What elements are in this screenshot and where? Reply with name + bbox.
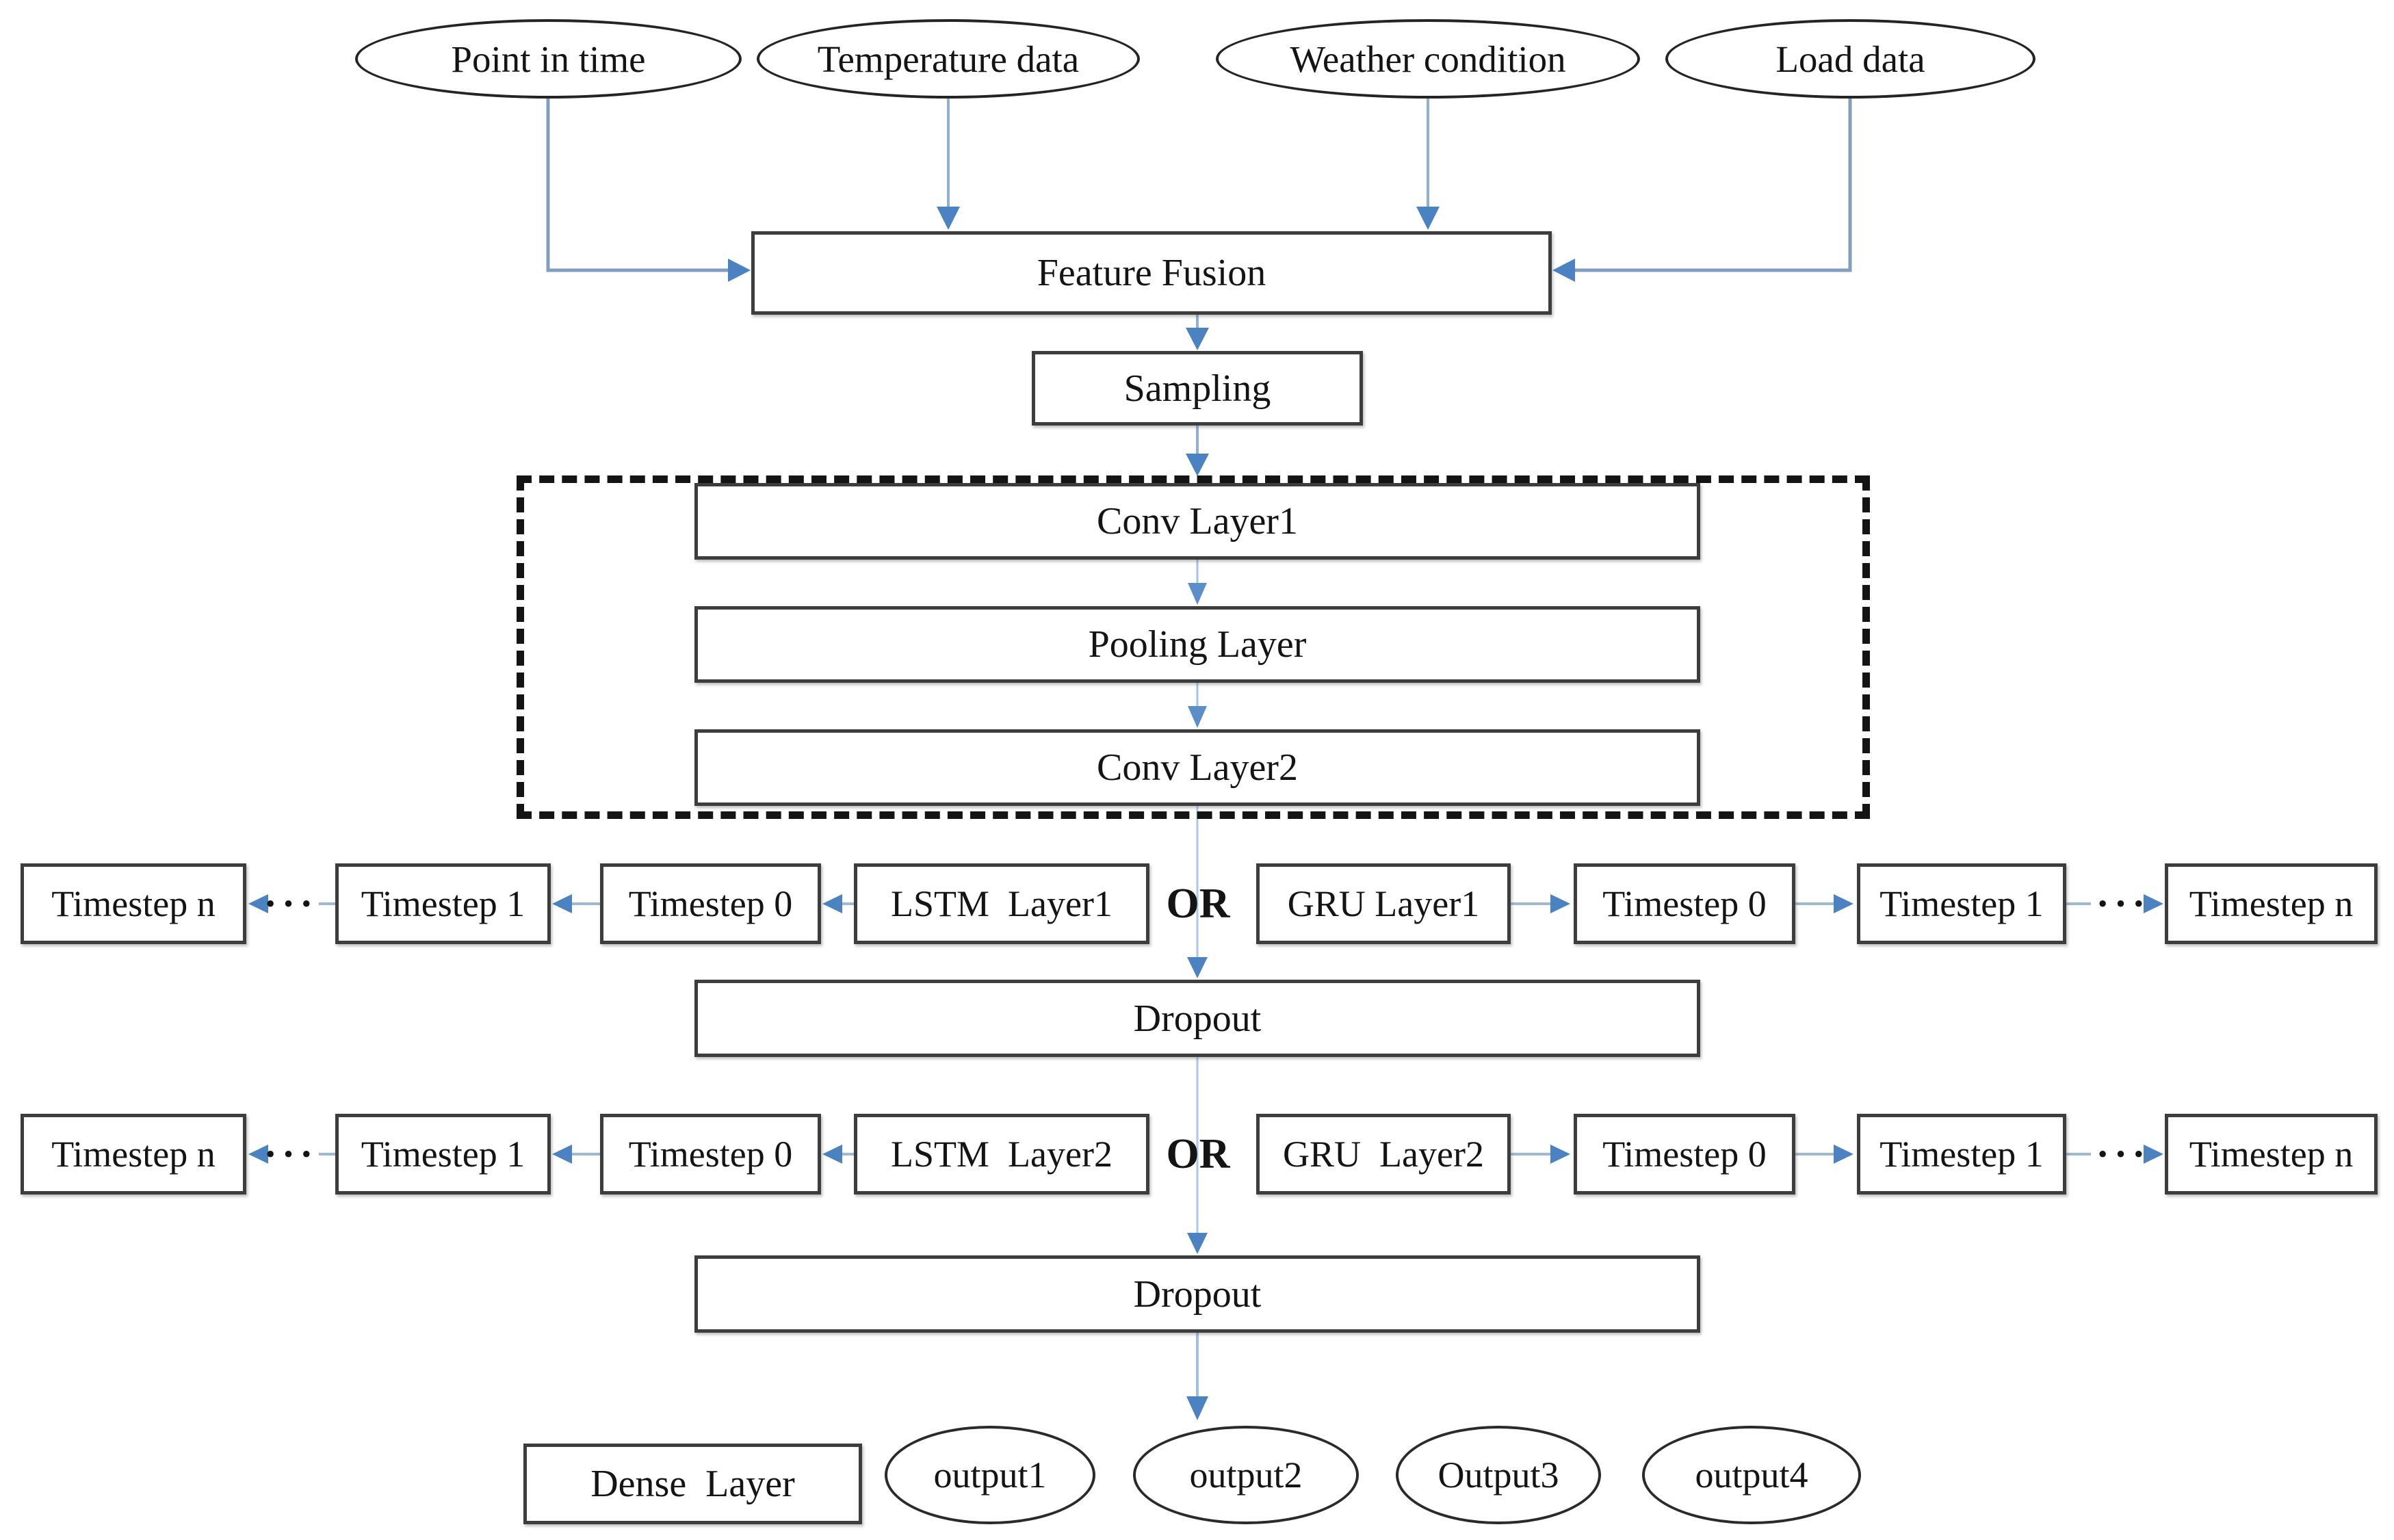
ellipsis-dots: ··· [2096, 881, 2150, 926]
output-ellipse-4: output4 [1642, 1426, 1861, 1524]
arrow-right-icon [1511, 894, 1570, 913]
lstm-layer2-box: LSTM Layer2 [854, 1114, 1149, 1195]
conv-layer1-box: Conv Layer1 [694, 483, 1700, 560]
pooling-layer-box: Pooling Layer [694, 606, 1700, 683]
elbow-arrow-right-icon [546, 99, 751, 282]
cnn-dashed-frame [517, 475, 1870, 819]
output-ellipse-3: Output3 [1396, 1426, 1601, 1524]
timestep-box: Timestep 1 [335, 1114, 551, 1195]
input-ellipse-weather-condition: Weather condition [1216, 19, 1640, 99]
dropout2-box: Dropout [694, 1255, 1700, 1333]
feature-fusion-box: Feature Fusion [751, 231, 1552, 315]
or-label: OR [1166, 1130, 1230, 1177]
input-ellipse-temperature-data: Temperature data [757, 19, 1140, 99]
timestep-box: Timestep n [21, 1114, 246, 1195]
conv-layer2-box: Conv Layer2 [694, 729, 1700, 806]
ellipsis-dots: ··· [263, 1132, 318, 1176]
timestep-box: Timestep 0 [600, 1114, 821, 1195]
arrow-down-icon [1186, 1333, 1208, 1420]
arrow-right-icon [1795, 894, 1853, 913]
arrow-right-icon [1511, 1145, 1570, 1164]
input-ellipse-load-data: Load data [1665, 19, 2035, 99]
lstm-layer1-box: LSTM Layer1 [854, 863, 1149, 944]
arrow-down-icon [937, 99, 960, 230]
timestep-box: Timestep 0 [1574, 1114, 1795, 1195]
arrow-left-icon [248, 894, 335, 913]
dense-layer-box: Dense Layer [523, 1444, 862, 1524]
ellipsis-dots: ··· [263, 881, 318, 926]
arrow-left-icon [822, 1145, 854, 1164]
arrow-down-icon [1188, 683, 1207, 728]
arrow-right-icon [1795, 1145, 1853, 1164]
arrow-left-icon [822, 894, 854, 913]
arrow-down-icon [1186, 426, 1209, 476]
input-ellipse-point-in-time: Point in time [355, 19, 742, 99]
timestep-box: Timestep n [2165, 863, 2378, 944]
timestep-box: Timestep 1 [335, 863, 551, 944]
output-ellipse-2: output2 [1133, 1426, 1359, 1524]
or-label: OR [1166, 880, 1230, 927]
timestep-box: Timestep 1 [1857, 1114, 2066, 1195]
elbow-arrow-left-icon [1552, 99, 1852, 282]
arrow-right-icon [2066, 894, 2163, 913]
arrow-down-icon [1416, 99, 1440, 230]
sampling-box: Sampling [1032, 351, 1363, 426]
gru-layer2-box: GRU Layer2 [1256, 1114, 1511, 1195]
output-ellipse-1: output1 [885, 1426, 1095, 1524]
arrow-down-icon [1187, 1057, 1208, 1254]
arrow-down-icon [1188, 560, 1207, 605]
arrow-right-icon [2066, 1145, 2163, 1164]
timestep-box: Timestep n [2165, 1114, 2378, 1195]
timestep-box: Timestep n [21, 863, 246, 944]
arrow-down-icon [1186, 315, 1209, 350]
arrow-down-icon [1187, 806, 1208, 978]
arrow-left-icon [552, 894, 600, 913]
timestep-box: Timestep 0 [600, 863, 821, 944]
arrow-left-icon [248, 1145, 335, 1164]
dropout1-box: Dropout [694, 980, 1700, 1057]
timestep-box: Timestep 1 [1857, 863, 2066, 944]
gru-layer1-box: GRU Layer1 [1256, 863, 1511, 944]
ellipsis-dots: ··· [2096, 1132, 2150, 1176]
arrow-left-icon [552, 1145, 600, 1164]
timestep-box: Timestep 0 [1574, 863, 1795, 944]
